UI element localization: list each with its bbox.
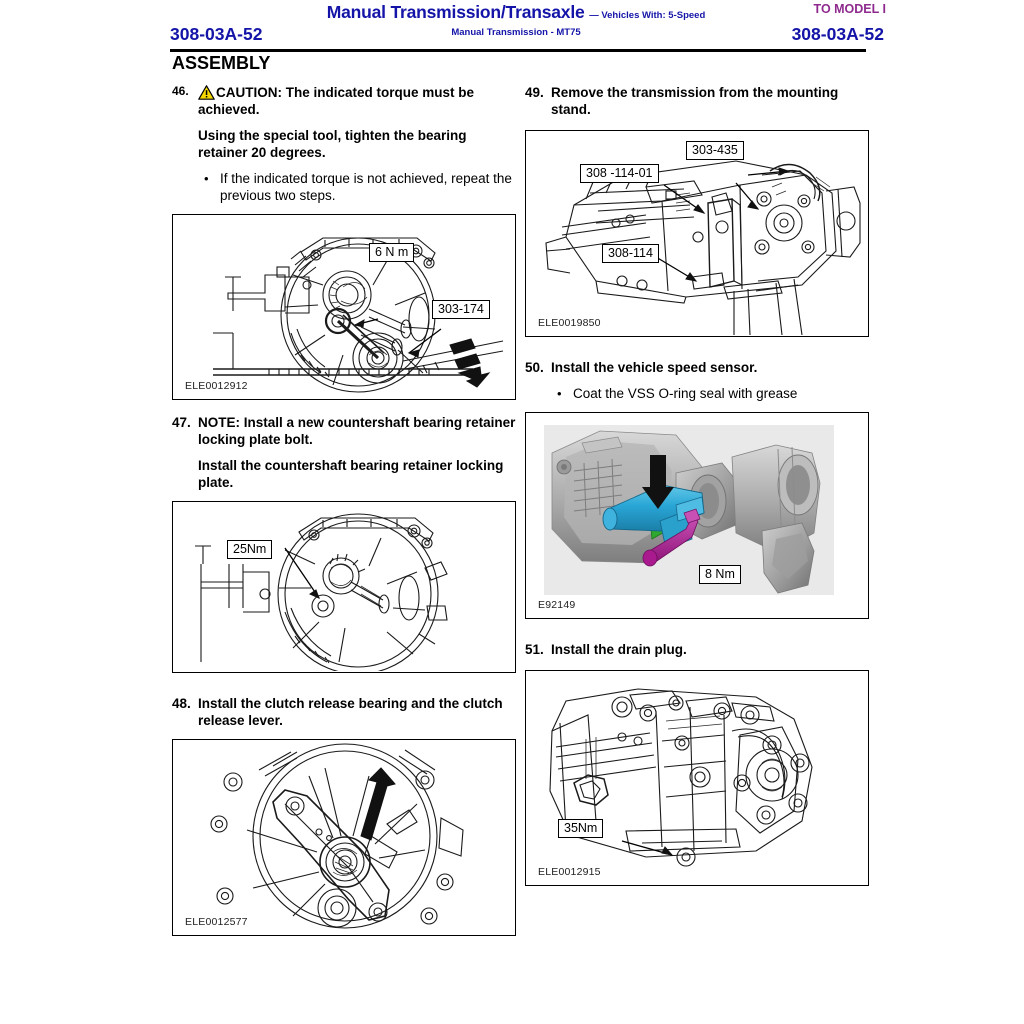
- figure-46-id: ELE0012912: [185, 380, 248, 392]
- left-column: 46. CAUTION: The indicated torque must b…: [172, 84, 516, 940]
- figure-ELE0012577: ELE0012577: [172, 739, 516, 936]
- figure-49-id: ELE0019850: [538, 317, 601, 329]
- right-column: 49. Remove the transmission from the mou…: [525, 84, 869, 890]
- step-46-bullet-text: If the indicated torque is not achieved,…: [220, 171, 512, 203]
- figure-51-artwork: [549, 688, 813, 867]
- step-46-caution: CAUTION: The indicated torque must be ac…: [198, 84, 516, 118]
- figure-48-artwork: [210, 743, 464, 929]
- document-title-main: Manual Transmission/Transaxle: [326, 2, 585, 22]
- step-47: 47. NOTE: Install a new countershaft bea…: [172, 414, 516, 673]
- callout-tool-308-114: 308-114: [602, 244, 659, 263]
- step-48-number: 48.: [172, 696, 191, 711]
- section-title: ASSEMBLY: [172, 53, 271, 73]
- step-46-number: 46.: [172, 84, 189, 98]
- page-header: Manual Transmission/Transaxle — Vehicles…: [170, 0, 886, 50]
- step-50-number: 50.: [525, 360, 544, 375]
- callout-torque-35nm: 35Nm: [558, 819, 604, 838]
- bullet-dot-icon: •: [204, 171, 209, 186]
- step-47-note-label: NOTE:: [198, 415, 240, 430]
- caution-triangle-icon: [198, 85, 215, 100]
- figure-ELE0012915: 35Nm ELE0012915: [525, 670, 869, 886]
- step-51: 51. Install the drain plug.: [525, 641, 869, 886]
- figure-50-id: E92149: [538, 599, 576, 611]
- step-47-number: 47.: [172, 415, 191, 430]
- step-51-instruction: Install the drain plug.: [551, 642, 687, 657]
- callout-tool-303-174: 303-174: [432, 300, 490, 319]
- step-47-note-text: Install a new countershaft bearing retai…: [198, 415, 516, 447]
- step-46-instruction: Using the special tool, tighten the bear…: [198, 128, 467, 160]
- step-50-bullet: • Coat the VSS O-ring seal with grease: [525, 385, 869, 402]
- figure-50-artwork: [544, 425, 834, 595]
- callout-torque-8nm: 8 Nm: [699, 565, 741, 584]
- step-51-number: 51.: [525, 642, 544, 657]
- figure-ELE0012912: 6 N m 303-174 ELE0012912: [172, 214, 516, 400]
- step-50-bullet-text: Coat the VSS O-ring seal with grease: [573, 386, 798, 401]
- figure-46-artwork: [213, 237, 504, 393]
- step-49: 49. Remove the transmission from the mou…: [525, 84, 869, 337]
- page-number-right: 308-03A-52: [791, 24, 884, 44]
- step-49-instruction: Remove the transmission from the mountin…: [551, 85, 839, 117]
- figure-E92149: 8 Nm E92149: [525, 412, 869, 619]
- figure-51-id: ELE0012915: [538, 866, 601, 878]
- step-48: 48. Install the clutch release bearing a…: [172, 695, 516, 936]
- bullet-dot-icon: •: [557, 386, 562, 401]
- callout-tool-303-435: 303-435: [686, 141, 744, 160]
- step-50-instruction: Install the vehicle speed sensor.: [551, 360, 758, 375]
- step-48-instruction: Install the clutch release bearing and t…: [198, 696, 503, 728]
- step-50: 50. Install the vehicle speed sensor. • …: [525, 359, 869, 619]
- callout-torque-6nm: 6 N m: [369, 243, 415, 262]
- step-47-note: NOTE: Install a new countershaft bearing…: [198, 414, 516, 448]
- document-subtitle: Manual Transmission - MT75: [451, 27, 581, 38]
- step-46-caution-label: CAUTION:: [216, 85, 282, 100]
- callout-torque-25nm: 25Nm: [227, 540, 273, 559]
- figure-step-47: 25Nm: [172, 501, 516, 673]
- document-title-suffix: — Vehicles With: 5-Speed: [589, 10, 706, 21]
- callout-tool-308-114-01: 308 -114-01: [580, 164, 659, 183]
- header-divider: [170, 49, 866, 52]
- figure-ELE0019850: 308 -114-01 303-435 308-114 ELE0019850: [525, 130, 869, 337]
- step-46-bullet: • If the indicated torque is not achieve…: [172, 170, 516, 204]
- model-note: TO MODEL I: [813, 2, 886, 16]
- figure-49-artwork: [545, 160, 861, 335]
- figure-48-id: ELE0012577: [185, 916, 248, 928]
- page-number-left: 308-03A-52: [170, 24, 263, 44]
- document-title: Manual Transmission/Transaxle — Vehicles…: [170, 2, 862, 23]
- step-49-number: 49.: [525, 85, 544, 100]
- step-47-instruction: Install the countershaft bearing retaine…: [198, 458, 504, 490]
- figure-47-artwork: [195, 513, 448, 671]
- step-46-caution-text: The indicated torque must be achieved.: [198, 85, 475, 117]
- step-46: 46. CAUTION: The indicated torque must b…: [172, 84, 516, 400]
